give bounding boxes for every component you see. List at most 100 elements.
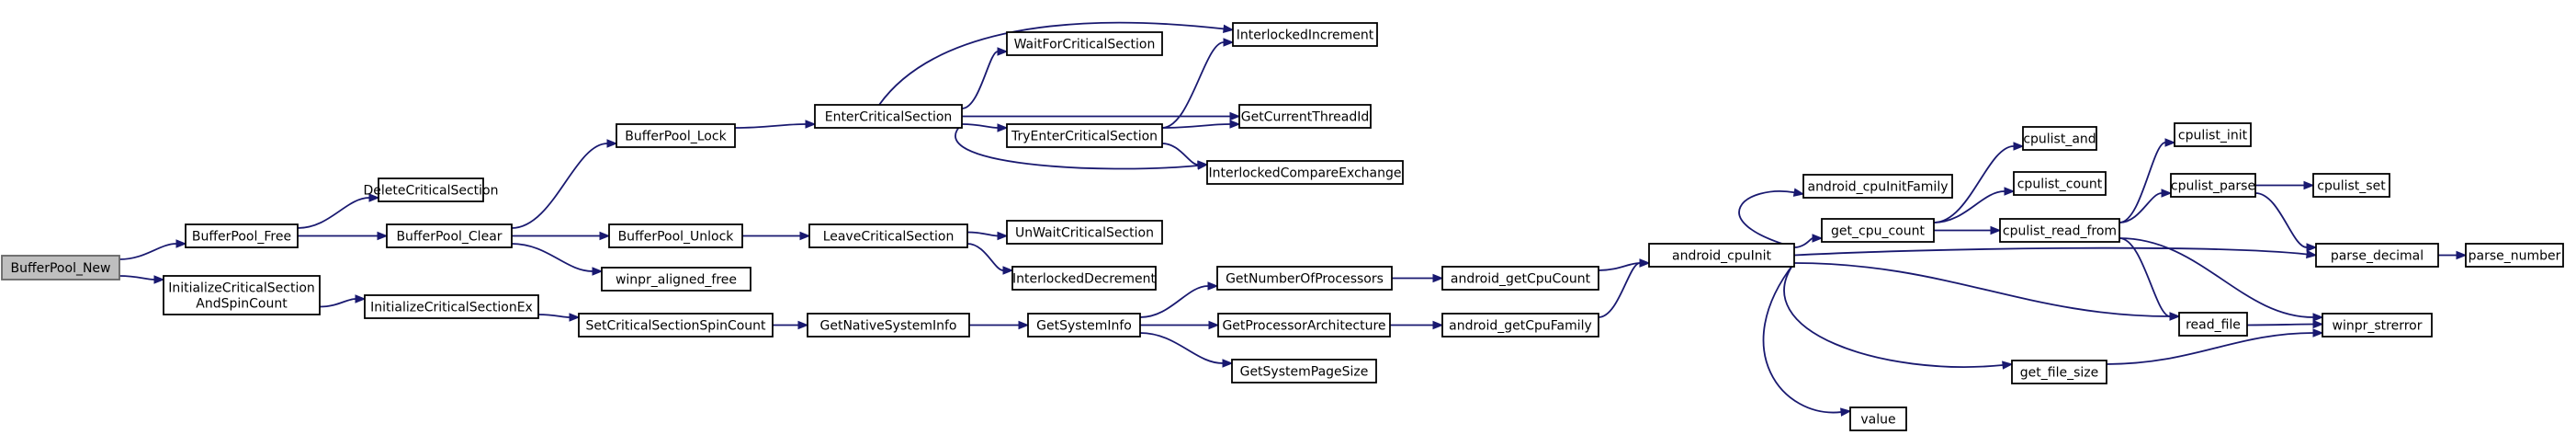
node-label: EnterCriticalSection bbox=[825, 110, 953, 125]
node-winpr-strerror[interactable]: winpr_strerror bbox=[2322, 313, 2433, 338]
edge-line bbox=[1161, 143, 1199, 166]
node-waitforcriticalsection[interactable]: WaitForCriticalSection bbox=[1006, 31, 1163, 56]
node-deletecriticalsection[interactable]: DeleteCriticalSection bbox=[364, 177, 499, 202]
arrowhead bbox=[2306, 249, 2318, 259]
node-bufferpool-clear[interactable]: BufferPool_Clear bbox=[386, 223, 513, 248]
arrowhead bbox=[2161, 189, 2173, 198]
edge-n33-to-n34 bbox=[2118, 138, 2176, 223]
node-parse-number[interactable]: parse_number bbox=[2465, 243, 2564, 268]
node-label: GetNumberOfProcessors bbox=[1226, 272, 1384, 287]
arrowhead bbox=[1812, 234, 1824, 243]
edge-n0-to-n1 bbox=[119, 239, 187, 260]
node-label: UnWaitCriticalSection bbox=[1015, 226, 1154, 241]
node-label: InterlockedCompareExchange bbox=[1208, 166, 1401, 181]
node-leavecriticalsection[interactable]: LeaveCriticalSection bbox=[808, 223, 968, 248]
edge-n28-to-n32 bbox=[1933, 187, 2016, 223]
node-bufferpool-unlock[interactable]: BufferPool_Unlock bbox=[608, 223, 743, 248]
node-get-cpu-count[interactable]: get_cpu_count bbox=[1821, 218, 1935, 243]
node-setcriticalsectionspincount[interactable]: SetCriticalSectionSpinCount bbox=[578, 313, 774, 338]
node-getnativesysteminfo[interactable]: GetNativeSystemInfo bbox=[807, 313, 970, 338]
node-label: GetSystemInfo bbox=[1036, 319, 1132, 334]
edge-n0-to-n2 bbox=[119, 275, 165, 284]
arrowhead bbox=[2013, 142, 2025, 151]
node-cpulist-init[interactable]: cpulist_init bbox=[2174, 122, 2252, 147]
edge-n35-to-n38 bbox=[2254, 192, 2318, 252]
node-getcurrentthreadid[interactable]: GetCurrentThreadId bbox=[1238, 104, 1372, 129]
node-get-file-size[interactable]: get_file_size bbox=[2011, 360, 2107, 384]
node-getsystempagesize[interactable]: GetSystemPageSize bbox=[1231, 359, 1377, 383]
node-box bbox=[2178, 312, 2248, 337]
edge-n29-to-n39 bbox=[2106, 328, 2324, 365]
edge-line bbox=[1933, 145, 2015, 223]
node-label: cpulist_count bbox=[2017, 177, 2103, 192]
node-label: parse_decimal bbox=[2331, 249, 2423, 264]
node-bufferpool-lock[interactable]: BufferPool_Lock bbox=[616, 123, 736, 148]
node-label: BufferPool_New bbox=[11, 261, 111, 276]
node-label: SetCriticalSectionSpinCount bbox=[585, 319, 766, 334]
arrowhead bbox=[377, 231, 389, 241]
node-getnumberofprocessors[interactable]: GetNumberOfProcessors bbox=[1216, 266, 1393, 291]
node-box bbox=[2312, 173, 2390, 198]
edge-n11-to-n15 bbox=[966, 231, 1009, 241]
node-interlockedincrement[interactable]: InterlockedIncrement bbox=[1232, 22, 1378, 47]
node-box bbox=[1231, 359, 1377, 383]
arrowhead bbox=[153, 275, 165, 284]
edge-n17-to-n23 bbox=[1139, 332, 1234, 368]
node-unwaitcriticalsection[interactable]: UnWaitCriticalSection bbox=[1006, 220, 1163, 245]
edge-n26-to-n30 bbox=[1762, 262, 1852, 417]
edge-line bbox=[1738, 190, 1795, 248]
node-box bbox=[616, 123, 736, 148]
node-android-cpuinit[interactable]: android_cpuInit bbox=[1648, 243, 1795, 268]
edge-n33-to-n36 bbox=[2118, 237, 2181, 321]
node-box bbox=[578, 313, 774, 338]
node-initializecriticalsectionex[interactable]: InitializeCriticalSectionEx bbox=[364, 294, 539, 319]
node-tryentercriticalsection[interactable]: TryEnterCriticalSection bbox=[1006, 123, 1163, 148]
node-android-getcpucount[interactable]: android_getCpuCount bbox=[1441, 266, 1599, 291]
node-parse-decimal[interactable]: parse_decimal bbox=[2315, 243, 2439, 268]
arrowhead bbox=[368, 193, 380, 202]
node-value[interactable]: value bbox=[1849, 406, 1907, 431]
node-label: TryEnterCriticalSection bbox=[1011, 130, 1158, 144]
node-getsysteminfo[interactable]: GetSystemInfo bbox=[1027, 313, 1141, 338]
node-label: android_cpuInitFamily bbox=[1807, 180, 1948, 195]
edge-n14-to-n18 bbox=[1161, 38, 1235, 129]
arrowhead bbox=[2312, 319, 2324, 329]
node-label: get_file_size bbox=[2020, 366, 2098, 381]
node-label: BufferPool_Lock bbox=[625, 130, 727, 144]
node-box bbox=[364, 294, 539, 319]
edge-n4-to-n6 bbox=[511, 139, 618, 229]
node-box bbox=[814, 104, 963, 129]
node-cpulist-count[interactable]: cpulist_count bbox=[2013, 171, 2107, 196]
node-read-file[interactable]: read_file bbox=[2178, 312, 2248, 337]
node-box bbox=[2315, 243, 2439, 268]
node-label: android_cpuInit bbox=[1672, 249, 1771, 264]
edge-n33-to-n39 bbox=[2118, 237, 2324, 322]
node-android-cpuinitfamily[interactable]: android_cpuInitFamily bbox=[1802, 174, 1953, 199]
node-layer: BufferPool_New BufferPool_FreeInitializeC… bbox=[1, 22, 2564, 431]
node-cpulist-read-from[interactable]: cpulist_read_from bbox=[1999, 218, 2120, 243]
node-label: parse_number bbox=[2469, 249, 2561, 264]
arrowhead bbox=[1792, 188, 1805, 197]
node-cpulist-parse[interactable]: cpulist_parse bbox=[2170, 173, 2256, 198]
node-box bbox=[185, 223, 299, 248]
node-entercriticalsection[interactable]: EnterCriticalSection bbox=[814, 104, 963, 129]
node-winpr-aligned-free[interactable]: winpr_aligned_free bbox=[601, 267, 751, 292]
edge-n26-to-n27 bbox=[1738, 188, 1805, 248]
node-cpulist-set[interactable]: cpulist_set bbox=[2312, 173, 2390, 198]
node-bufferpool-new[interactable]: BufferPool_New bbox=[1, 255, 120, 280]
node-cpulist-and[interactable]: cpulist_and bbox=[2022, 126, 2097, 151]
arrowhead bbox=[805, 120, 817, 129]
node-box bbox=[1006, 31, 1163, 56]
node-interlockedcompareexchange[interactable]: InterlockedCompareExchange bbox=[1206, 160, 1404, 185]
edge-line bbox=[2254, 192, 2308, 248]
arrowhead bbox=[1990, 225, 2002, 235]
node-interlockeddecrement[interactable]: InterlockedDecrement bbox=[1011, 266, 1157, 291]
edge-line bbox=[966, 243, 1004, 271]
node-box bbox=[1216, 266, 1393, 291]
node-android-getcpufamily[interactable]: android_getCpuFamily bbox=[1441, 313, 1599, 338]
node-getprocessorarchitecture[interactable]: GetProcessorArchitecture bbox=[1217, 313, 1391, 338]
edge-n26-to-n36 bbox=[1793, 262, 2181, 321]
node-bufferpool-free[interactable]: BufferPool_Free bbox=[185, 223, 299, 248]
edge-n12-to-n17 bbox=[969, 320, 1030, 330]
